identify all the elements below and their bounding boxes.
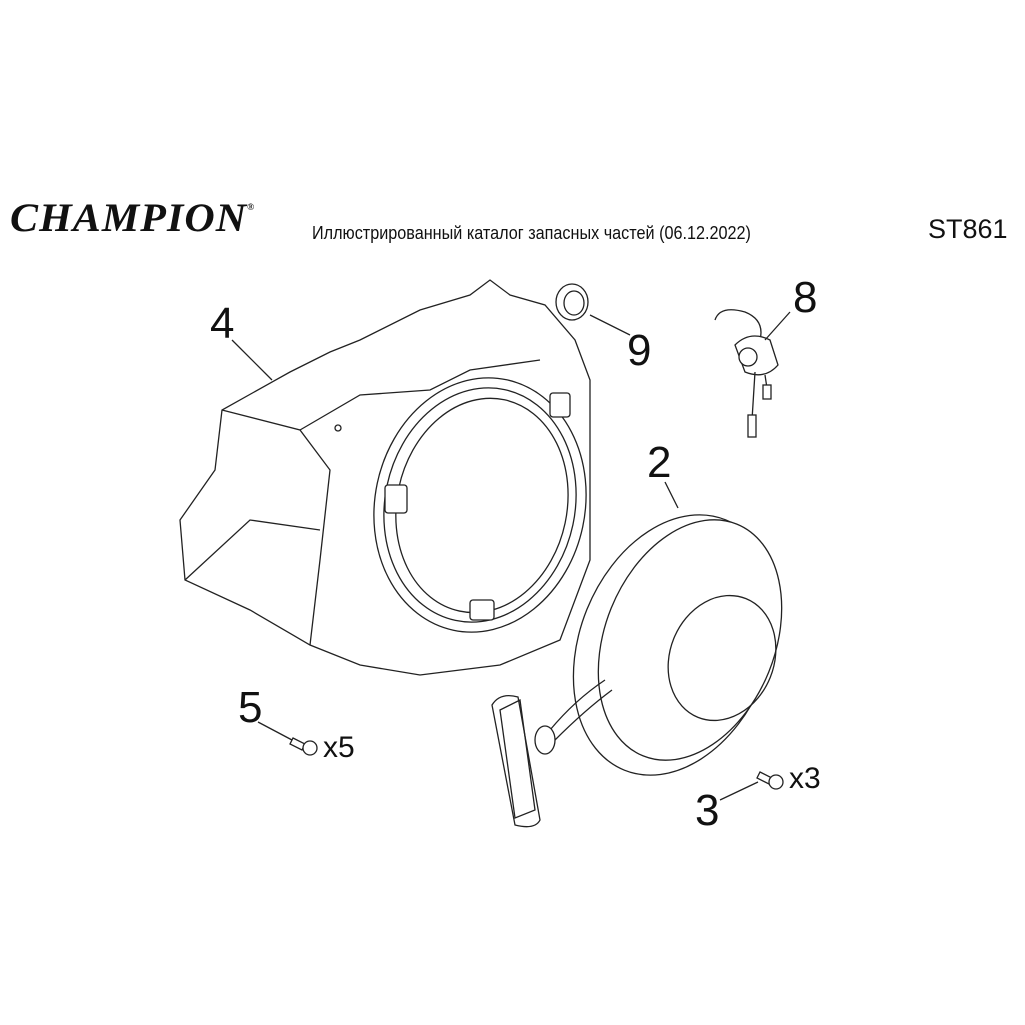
stop-switch-part	[714, 309, 779, 438]
callout-4: 4	[210, 299, 234, 348]
callout-2: 2	[647, 438, 671, 487]
catalog-title: Иллюстрированный каталог запасных частей…	[312, 223, 751, 243]
brand-logo: CHAMPION®	[10, 195, 256, 240]
bolt-part-3	[756, 771, 784, 790]
callout-5: 5	[238, 683, 262, 732]
callout-9: 9	[627, 326, 651, 375]
callout-3: 3	[695, 786, 719, 835]
recoil-starter-part	[491, 514, 783, 828]
bolt-part-5	[289, 737, 318, 756]
leader-lines	[231, 311, 791, 801]
quantity-3: x3	[789, 762, 821, 795]
callout-8: 8	[793, 273, 817, 322]
grommet-part	[555, 283, 589, 321]
fan-housing-part	[179, 279, 591, 676]
model-number: ST861	[928, 214, 1008, 244]
quantity-5: x5	[323, 731, 355, 764]
